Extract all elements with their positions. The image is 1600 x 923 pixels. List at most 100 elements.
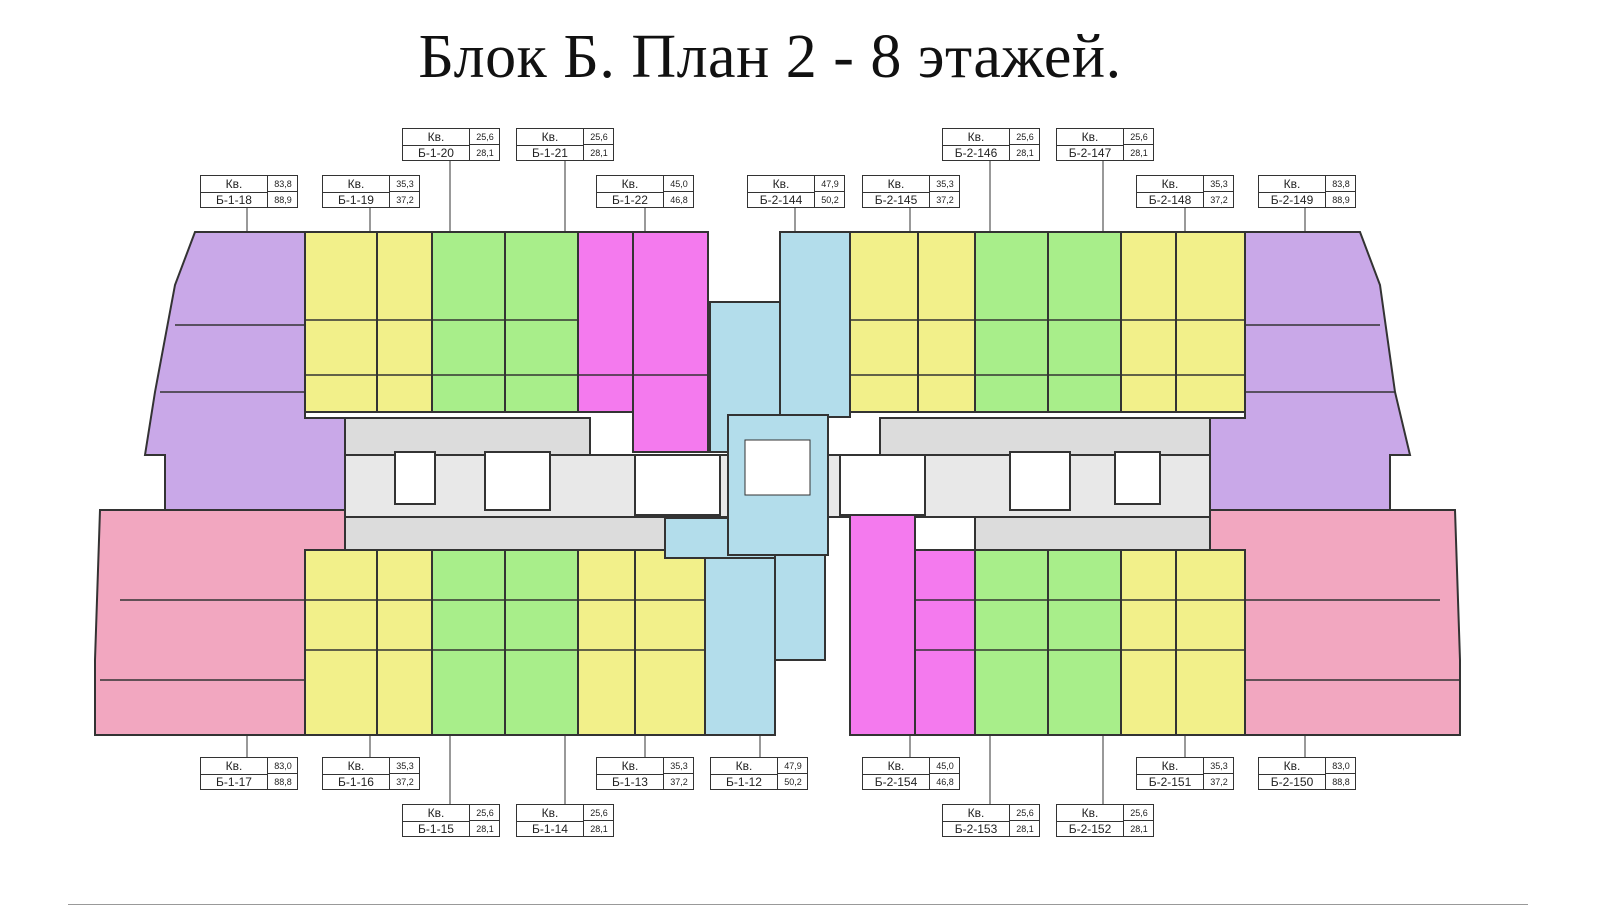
- apartment-area-living: 83,0: [267, 758, 298, 774]
- label-separator: [748, 192, 814, 193]
- apartment-number: Б-1-22: [612, 193, 648, 207]
- apartment-area-total: 37,2: [389, 192, 420, 208]
- label-separator: [403, 145, 469, 146]
- apartment-area-total: 28,1: [1123, 821, 1154, 837]
- label-separator: [863, 774, 929, 775]
- apartment-area-total: 50,2: [777, 774, 808, 790]
- apartment-area-living: 83,8: [267, 176, 298, 192]
- apt-b-1-12: [704, 549, 776, 736]
- label-separator: [517, 821, 583, 822]
- label-separator: [1137, 192, 1203, 193]
- apt-b-1-16: [304, 549, 378, 736]
- apartment-label-kv: Кв.: [347, 759, 365, 773]
- apartment-area-living: 25,6: [583, 129, 614, 145]
- apt-b-1-22-b: [632, 231, 709, 453]
- apartment-area-total: 37,2: [929, 192, 960, 208]
- apartment-area-living: 35,3: [929, 176, 960, 192]
- apartment-area-living: 25,6: [1123, 805, 1154, 821]
- apt-b-1-14: [504, 549, 579, 736]
- apartment-number: Б-1-13: [612, 775, 648, 789]
- apartment-label-kv: Кв.: [1081, 130, 1099, 144]
- apt-b-1-21: [504, 231, 579, 413]
- apartment-area-total: 88,8: [1325, 774, 1356, 790]
- divider: [68, 904, 1528, 905]
- apartment-area-living: 47,9: [814, 176, 845, 192]
- apartment-area-living: 35,3: [1203, 758, 1234, 774]
- apartment-area-living: 35,3: [663, 758, 694, 774]
- apt-b-2-152: [1047, 549, 1122, 736]
- apartment-number: Б-1-21: [532, 146, 568, 160]
- apartment-label-kv: Кв.: [225, 759, 243, 773]
- label-separator: [403, 821, 469, 822]
- apartment-area-living: 83,0: [1325, 758, 1356, 774]
- apartment-area-living: 25,6: [1123, 129, 1154, 145]
- apartment-label-kv: Кв.: [621, 759, 639, 773]
- apt-b-2-150: [1209, 509, 1461, 736]
- lift-3: [1009, 451, 1071, 511]
- page-title: Блок Б. План 2 - 8 этажей.: [418, 23, 1122, 91]
- stair-2: [839, 454, 926, 516]
- apartment-label-kv: Кв.: [427, 130, 445, 144]
- apt-b-1-20: [431, 231, 506, 413]
- apartment-areas: [94, 231, 1461, 736]
- apartment-number: Б-2-144: [759, 193, 803, 207]
- label-separator: [1057, 821, 1123, 822]
- apartment-number: Б-2-151: [1148, 775, 1192, 789]
- apartment-label-kv: Кв.: [1081, 806, 1099, 820]
- apartment-area-living: 35,3: [389, 758, 420, 774]
- apartment-area-total: 37,2: [1203, 192, 1234, 208]
- apt-b-1-15: [431, 549, 506, 736]
- apartment-area-total: 28,1: [469, 821, 500, 837]
- apartment-number: Б-2-149: [1270, 193, 1314, 207]
- apt-b-2-148-b: [1175, 231, 1246, 413]
- apartment-area-living: 45,0: [663, 176, 694, 192]
- apartment-area-living: 35,3: [389, 176, 420, 192]
- label-separator: [1057, 145, 1123, 146]
- apartment-area-total: 28,1: [583, 821, 614, 837]
- apartment-area-total: 46,8: [663, 192, 694, 208]
- apartment-label-kv: Кв.: [541, 806, 559, 820]
- apartment-number: Б-1-18: [216, 193, 252, 207]
- apt-b-2-145-b: [917, 231, 976, 413]
- apartment-number: Б-2-150: [1270, 775, 1314, 789]
- apartment-number: Б-1-19: [338, 193, 374, 207]
- apartment-label-kv: Кв.: [887, 177, 905, 191]
- central-bath: [744, 439, 811, 496]
- apartment-number: Б-1-17: [216, 775, 252, 789]
- apartment-area-total: 88,9: [1325, 192, 1356, 208]
- apartment-number: Б-1-12: [726, 775, 762, 789]
- apt-b-2-146: [974, 231, 1049, 413]
- apartment-number: Б-2-146: [954, 146, 998, 160]
- label-separator: [323, 774, 389, 775]
- label-separator: [323, 192, 389, 193]
- label-separator: [1259, 774, 1325, 775]
- apartment-label-kv: Кв.: [1161, 177, 1179, 191]
- label-separator: [863, 192, 929, 193]
- apartment-area-total: 37,2: [663, 774, 694, 790]
- apartment-number: Б-2-147: [1068, 146, 1112, 160]
- label-separator: [201, 192, 267, 193]
- label-separator: [517, 145, 583, 146]
- apartment-area-total: 28,1: [1009, 145, 1040, 161]
- apartment-area-living: 25,6: [469, 129, 500, 145]
- apartment-area-total: 37,2: [389, 774, 420, 790]
- apartment-area-total: 28,1: [469, 145, 500, 161]
- apartment-number: Б-2-148: [1148, 193, 1192, 207]
- apartment-label-kv: Кв.: [427, 806, 445, 820]
- apartment-area-total: 88,8: [267, 774, 298, 790]
- apartment-area-living: 83,8: [1325, 176, 1356, 192]
